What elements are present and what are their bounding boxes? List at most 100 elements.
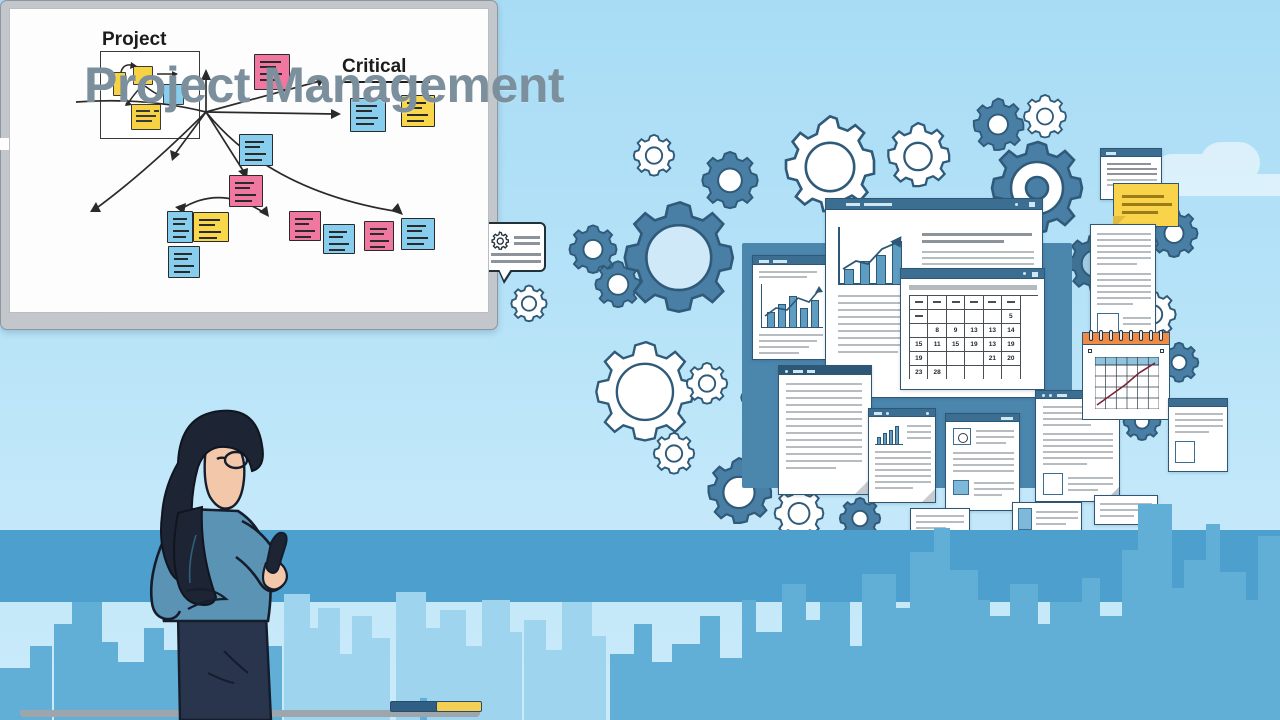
speech-bubble-tail-fill: [499, 269, 511, 280]
calendar-day-cell[interactable]: 21: [983, 352, 1003, 366]
calendar-day-cell[interactable]: [965, 310, 984, 324]
building: [894, 608, 912, 720]
calendar-day-cell[interactable]: 23: [910, 366, 929, 379]
building: [372, 638, 390, 720]
building: [742, 600, 756, 720]
building-spire: [676, 694, 681, 720]
building: [948, 570, 978, 720]
building: [352, 616, 372, 720]
whiteboard-surface[interactable]: Project Critical: [9, 8, 489, 313]
building: [718, 658, 744, 720]
calendar-day-cell[interactable]: [983, 310, 1003, 324]
notebook-spine: [1083, 333, 1169, 345]
calendar-day-cell[interactable]: 15: [946, 338, 966, 352]
calendar-day-cell[interactable]: 14: [1002, 324, 1021, 338]
whiteboard[interactable]: Project Critical: [0, 0, 498, 717]
calendar-day-cell[interactable]: [965, 352, 984, 366]
whiteboard-arrows: [75, 69, 403, 217]
calendar-day-cell[interactable]: [946, 352, 966, 366]
sticky-note[interactable]: [350, 98, 386, 132]
yellow-marker[interactable]: [436, 701, 482, 712]
calendar-day-cell[interactable]: 15: [910, 338, 929, 352]
window-titlebar: [901, 269, 1044, 279]
photo-placeholder: [953, 428, 971, 445]
woman-at-whiteboard: [138, 405, 318, 720]
edge-small-document[interactable]: [1168, 398, 1228, 472]
calendar-day-cell[interactable]: 19: [965, 338, 984, 352]
diagram-yellow-square: [133, 66, 153, 85]
calendar-day-cell[interactable]: 11: [928, 338, 947, 352]
critical-underline: [340, 81, 430, 83]
image-placeholder: [1043, 473, 1063, 495]
calendar-day-cell[interactable]: [947, 366, 966, 379]
building: [100, 642, 118, 720]
sticky-note[interactable]: [401, 95, 435, 127]
yellow-sticky-note[interactable]: [1113, 183, 1179, 227]
calendar-day-cell[interactable]: [1002, 366, 1021, 379]
calendar-day-cell[interactable]: [910, 324, 929, 338]
calendar-header-cell: [928, 296, 947, 310]
building: [284, 594, 310, 720]
calendar-day-cell[interactable]: 9: [946, 324, 966, 338]
calendar-day-cell[interactable]: 19: [910, 352, 929, 366]
building: [72, 602, 102, 720]
sticky-note[interactable]: [229, 175, 263, 207]
calendar-day-cell[interactable]: [984, 366, 1003, 379]
calendar-day-cell[interactable]: 20: [1002, 352, 1021, 366]
sticky-note[interactable]: [193, 212, 229, 242]
building-spire: [1128, 696, 1136, 720]
notebook-chart-grid: [1094, 356, 1160, 410]
calendar-day-cell[interactable]: 5: [1002, 310, 1021, 324]
building: [1050, 602, 1084, 720]
sticky-note[interactable]: [323, 224, 355, 254]
calendar-day-cell[interactable]: 28: [928, 366, 947, 379]
calendar-day-cell[interactable]: [928, 310, 947, 324]
mini-bar-chart: [875, 423, 903, 445]
building: [848, 646, 864, 720]
calendar-day-cell[interactable]: [965, 366, 984, 379]
calendar-day-cell[interactable]: 19: [1002, 338, 1021, 352]
small-chart-document[interactable]: [752, 255, 830, 360]
building: [562, 602, 592, 720]
document-with-photo-placeholder[interactable]: [945, 413, 1020, 511]
building: [650, 662, 672, 720]
calendar-day-cell[interactable]: 8: [928, 324, 947, 338]
building: [976, 600, 990, 720]
building-spire: [1264, 692, 1274, 720]
sticky-note[interactable]: [364, 221, 394, 251]
calendar-day-cell[interactable]: [928, 352, 947, 366]
document-with-mini-chart[interactable]: [868, 408, 936, 503]
calendar-header-cell: [910, 310, 929, 324]
building: [1206, 524, 1220, 720]
gear-icon-blue-sm5: [591, 258, 645, 312]
gear-icon-white-lg2: [592, 340, 700, 448]
far-right-text-document[interactable]: [1090, 224, 1156, 342]
calendar-day-cell[interactable]: 13: [983, 324, 1003, 338]
building: [524, 620, 546, 720]
window-titlebar: [1036, 391, 1119, 399]
sticky-note[interactable]: [254, 54, 290, 90]
window-titlebar: [753, 256, 829, 265]
building: [546, 650, 564, 720]
window-titlebar: [1101, 149, 1161, 157]
sticky-note[interactable]: [239, 134, 273, 166]
sticky-note[interactable]: [168, 246, 200, 278]
building: [862, 574, 896, 720]
sticky-note[interactable]: [167, 211, 193, 243]
sticky-note[interactable]: [401, 218, 435, 250]
large-text-document[interactable]: [778, 365, 872, 495]
blue-marker[interactable]: [390, 701, 438, 712]
building: [1098, 616, 1124, 720]
page-fold-corner: [855, 478, 871, 494]
building: [934, 528, 950, 720]
sticky-note[interactable]: [289, 211, 321, 241]
calendar-day-cell[interactable]: 13: [983, 338, 1003, 352]
spiral-notebook-chart[interactable]: [1082, 330, 1170, 420]
calendar-day-cell[interactable]: [946, 310, 966, 324]
window-titlebar: [826, 199, 1042, 210]
gear-speech-bubble[interactable]: [482, 222, 546, 272]
building: [338, 654, 352, 720]
calendar-day-cell[interactable]: 13: [965, 324, 984, 338]
